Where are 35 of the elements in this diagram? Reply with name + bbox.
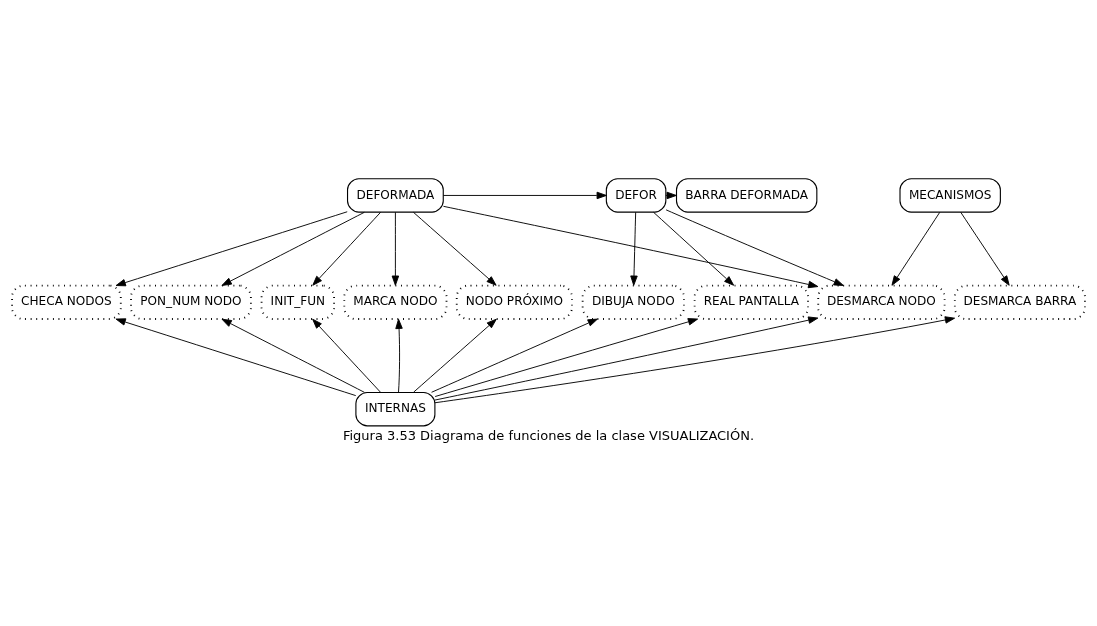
- arrow: [891, 211, 941, 286]
- node-box: DESMARCA BARRA: [953, 284, 1086, 320]
- node-box: INIT_FUN: [260, 284, 335, 320]
- arrow: [442, 191, 607, 200]
- arrow: [413, 318, 497, 393]
- arrow: [434, 316, 819, 401]
- arrow: [115, 211, 348, 287]
- arrow: [312, 211, 382, 286]
- arrow: [391, 211, 400, 286]
- arrow: [442, 205, 819, 289]
- node-box: CHECA NODOS: [11, 284, 122, 320]
- node-box: MARCA NODO: [343, 284, 448, 320]
- arrow: [431, 318, 598, 393]
- arrow: [434, 318, 699, 397]
- arrow: [960, 211, 1010, 286]
- arrow: [434, 316, 956, 404]
- arrow: [413, 211, 497, 286]
- arrow: [221, 318, 365, 393]
- node-box: MECANISMOS: [899, 178, 1001, 213]
- node-box: INTERNAS: [355, 391, 436, 427]
- arrow: [312, 318, 381, 393]
- arrow: [653, 211, 735, 286]
- caption: Figura 3.53 Diagrama de funciones de la clase VISUALIZACIÓN.: [342, 428, 755, 444]
- node-box: PON_NUM NODO: [130, 284, 252, 320]
- arrow: [665, 209, 844, 286]
- arrow: [395, 318, 403, 393]
- arrow: [630, 211, 638, 286]
- node-box: BARRA DEFORMADA: [675, 178, 818, 213]
- node-box: DESMARCA NODO: [817, 284, 946, 320]
- arrow: [221, 211, 365, 286]
- arrow: [115, 318, 357, 397]
- node-box: DEFORMADA: [347, 178, 444, 213]
- node-box: DIBUJA NODO: [581, 284, 685, 320]
- node-box: NODO PRÓXIMO: [455, 284, 573, 320]
- node-box: REAL PANTALLA: [693, 284, 809, 320]
